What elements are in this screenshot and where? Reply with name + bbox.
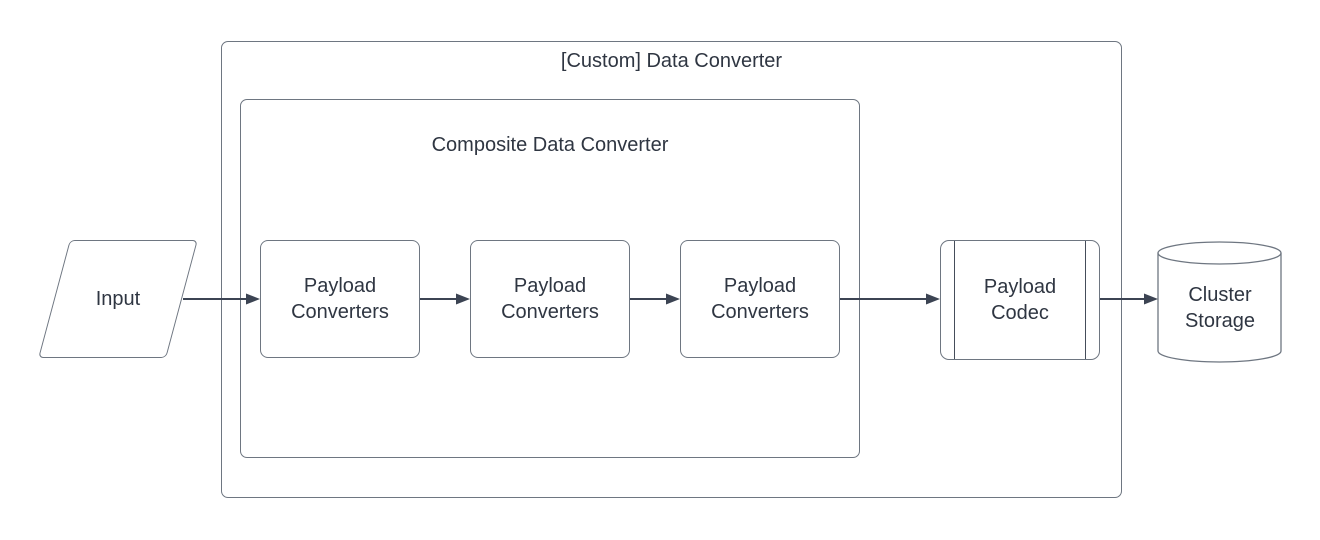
payload-converters-label-3: Payload Converters bbox=[711, 275, 809, 323]
composite-data-converter-group: Composite Data Converter bbox=[240, 99, 860, 458]
input-node-label: Input bbox=[95, 288, 141, 310]
payload-codec-label: Payload Codec bbox=[983, 276, 1057, 324]
payload-converters-node-1: Payload Converters bbox=[260, 240, 420, 358]
payload-codec-node: Payload Codec bbox=[940, 240, 1100, 360]
codec-left-bar bbox=[954, 241, 955, 359]
custom-data-converter-group: [Custom] Data Converter bbox=[221, 41, 1122, 498]
payload-converters-label-2: Payload Converters bbox=[501, 275, 599, 323]
custom-data-converter-title: [Custom] Data Converter bbox=[560, 50, 783, 72]
payload-converters-node-2: Payload Converters bbox=[470, 240, 630, 358]
composite-data-converter-title: Composite Data Converter bbox=[431, 134, 669, 156]
codec-right-bar bbox=[1085, 241, 1086, 359]
cluster-storage-label: Cluster Storage bbox=[1184, 284, 1256, 332]
payload-converters-node-3: Payload Converters bbox=[680, 240, 840, 358]
payload-converters-label-1: Payload Converters bbox=[291, 275, 389, 323]
